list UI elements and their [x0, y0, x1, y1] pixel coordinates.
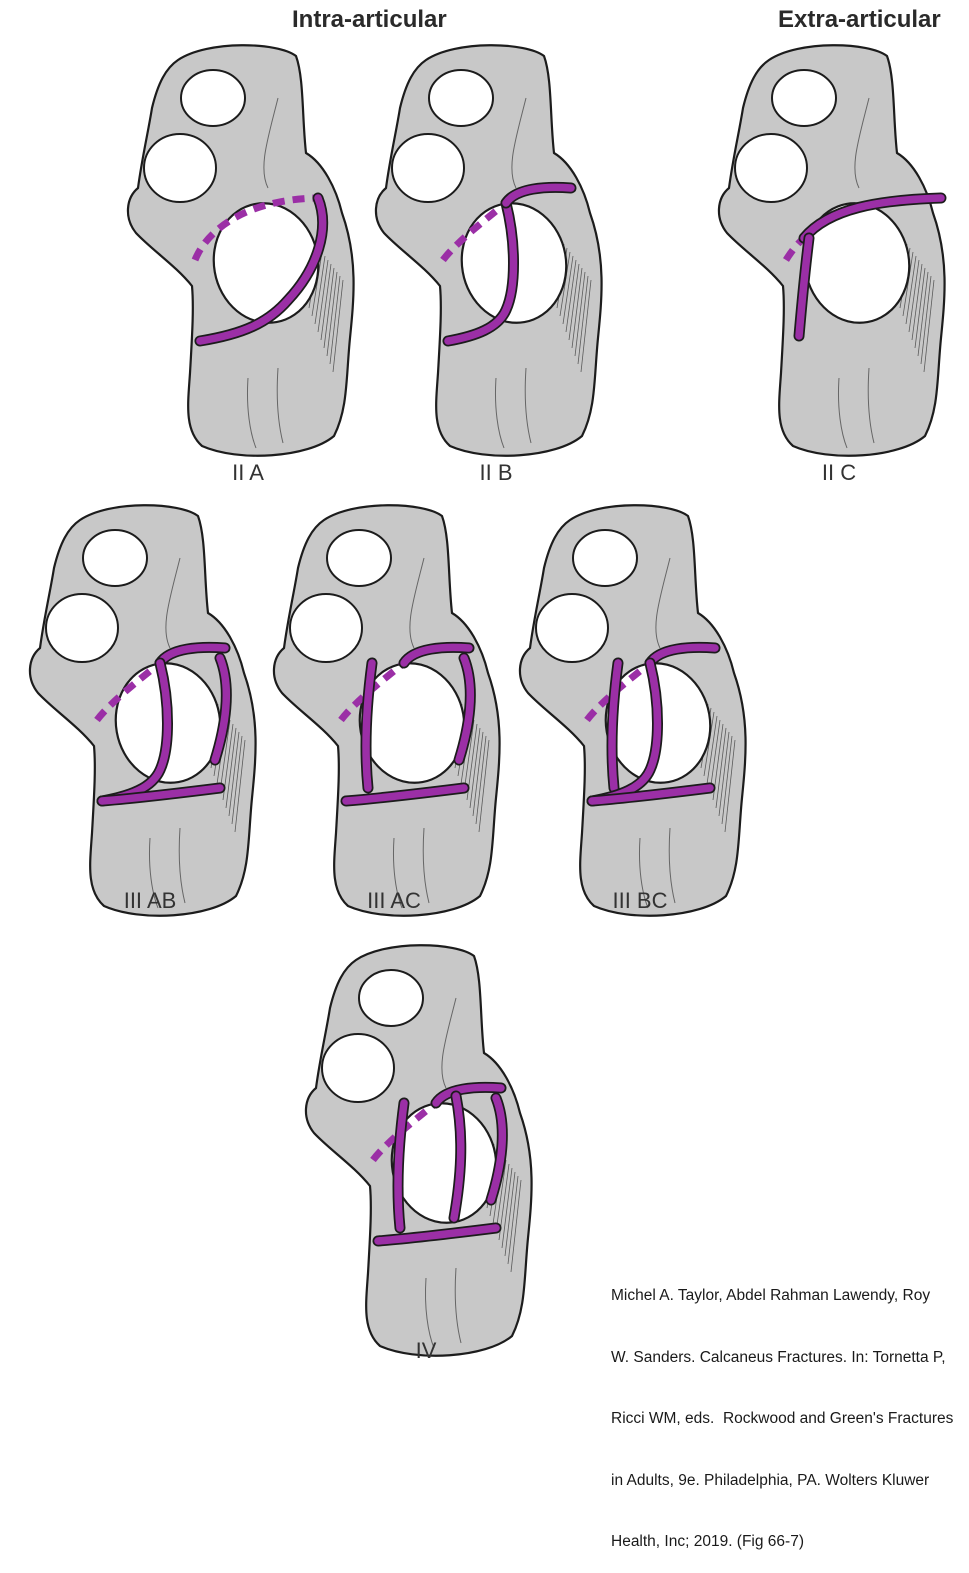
citation-line: in Adults, 9e. Philadelphia, PA. Wolters… [611, 1471, 969, 1492]
figure-label-IIIAC: III AC [264, 888, 524, 914]
figure-label-IV: IV [296, 1338, 556, 1364]
figure-IIB [366, 38, 626, 468]
calcaneus-drawing-IIA [118, 38, 378, 468]
header-extra-articular: Extra-articular [778, 6, 941, 34]
anterior-facet [772, 70, 836, 126]
figure-label-IIB: II B [366, 460, 626, 486]
citation-line: W. Sanders. Calcaneus Fractures. In: Tor… [611, 1348, 969, 1369]
calcaneus-drawing-IV [296, 938, 556, 1368]
calcaneus-bone [274, 505, 500, 915]
anterior-facet [83, 530, 147, 586]
figure-IIC [709, 38, 969, 468]
calcaneus-bone [376, 45, 602, 455]
calcaneus-bone [719, 45, 945, 455]
calcaneus-drawing-IIC [709, 38, 969, 468]
figure-IIIBC [510, 498, 770, 928]
anterior-facet [327, 530, 391, 586]
figure-IV [296, 938, 556, 1368]
figure-label-IIIAB: III AB [20, 888, 280, 914]
calcaneus-bone [30, 505, 256, 915]
calcaneus-bone [306, 945, 532, 1355]
citation-line: Michel A. Taylor, Abdel Rahman Lawendy, … [611, 1286, 969, 1307]
middle-facet [322, 1034, 394, 1102]
figure-IIIAB [20, 498, 280, 928]
anterior-facet [359, 970, 423, 1026]
calcaneus-drawing-IIB [366, 38, 626, 468]
calcaneus-drawing-IIIAC [264, 498, 524, 928]
citation-line: Ricci WM, eds. Rockwood and Green's Frac… [611, 1409, 969, 1430]
middle-facet [290, 594, 362, 662]
header-intra-articular: Intra-articular [292, 6, 447, 34]
figure-label-IIC: II C [709, 460, 969, 486]
figure-label-IIA: II A [118, 460, 378, 486]
middle-facet [144, 134, 216, 202]
middle-facet [46, 594, 118, 662]
calcaneus-bone [128, 45, 354, 455]
figure-IIA [118, 38, 378, 468]
middle-facet [392, 134, 464, 202]
calcaneus-drawing-IIIBC [510, 498, 770, 928]
citation: Michel A. Taylor, Abdel Rahman Lawendy, … [611, 1245, 969, 1573]
calcaneus-bone [520, 505, 746, 915]
calcaneus-drawing-IIIAB [20, 498, 280, 928]
figure-IIIAC [264, 498, 524, 928]
anterior-facet [181, 70, 245, 126]
anterior-facet [573, 530, 637, 586]
figure-label-IIIBC: III BC [510, 888, 770, 914]
middle-facet [735, 134, 807, 202]
anterior-facet [429, 70, 493, 126]
citation-line: Health, Inc; 2019. (Fig 66-7) [611, 1532, 969, 1553]
middle-facet [536, 594, 608, 662]
